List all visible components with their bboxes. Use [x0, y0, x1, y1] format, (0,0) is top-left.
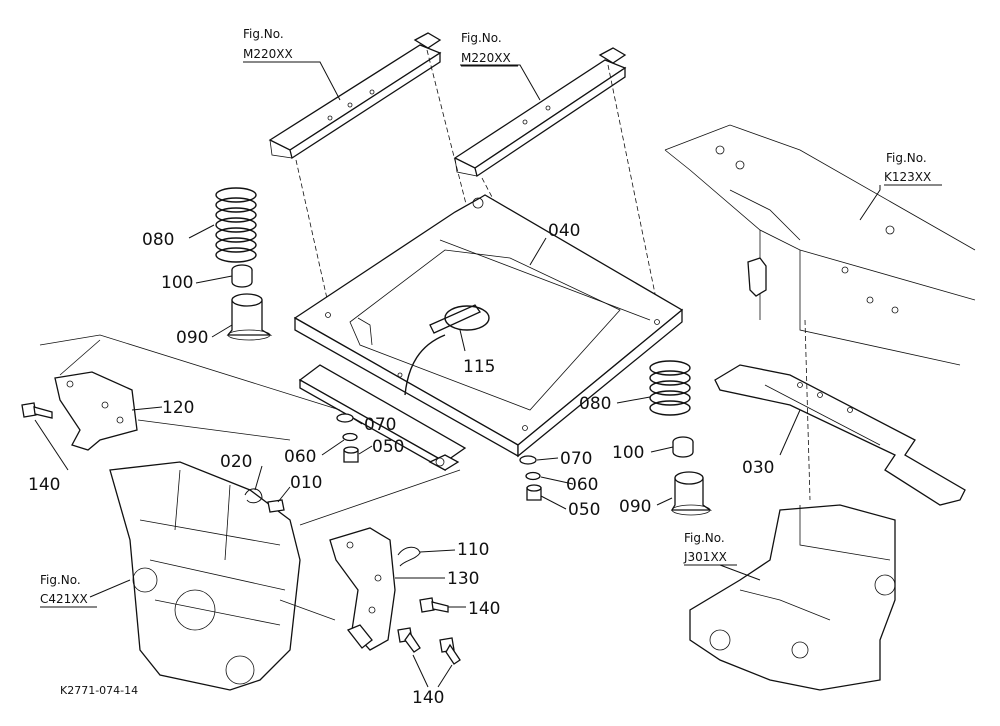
label-140-bottom: 140 [412, 688, 444, 708]
label-140-mid: 140 [468, 599, 500, 619]
label-010: 010 [290, 473, 322, 493]
clip-020 [244, 488, 263, 504]
svg-text:J301XX: J301XX [683, 550, 727, 564]
label-050-right: 050 [568, 500, 600, 520]
bolt-140-mid [419, 597, 449, 613]
label-100-right: 100 [612, 443, 644, 463]
fig-ref-k123xx: Fig.No. K123XX [884, 151, 942, 186]
nut-050-right [526, 484, 542, 501]
nut-050-left [343, 446, 359, 463]
diagram-code: K2771-074-14 [60, 684, 138, 697]
chassis-frame [664, 124, 976, 366]
label-110: 110 [457, 540, 489, 560]
fig-ref-m220xx-right: Fig.No. M220XX [461, 31, 518, 67]
label-140-left: 140 [28, 475, 60, 495]
svg-text:Fig.No.: Fig.No. [40, 573, 81, 587]
label-100-left: 100 [161, 273, 193, 293]
svg-text:Fig.No.: Fig.No. [461, 31, 502, 45]
svg-text:Fig.No.: Fig.No. [243, 27, 284, 41]
svg-text:Fig.No.: Fig.No. [684, 531, 725, 545]
label-080-left: 080 [142, 230, 174, 250]
label-060-left: 060 [284, 447, 316, 467]
cup-090-left [226, 293, 273, 341]
svg-text:M220XX: M220XX [461, 51, 511, 65]
svg-text:M220XX: M220XX [243, 47, 293, 61]
transmission-case [109, 461, 301, 691]
label-070-left: 070 [364, 415, 396, 435]
svg-text:Fig.No.: Fig.No. [886, 151, 927, 165]
label-080-right: 080 [579, 394, 611, 414]
bushing-100-left [231, 264, 253, 288]
washer-070-right [519, 455, 537, 465]
pin-110 [397, 546, 421, 567]
cup-090-right [670, 471, 713, 516]
fig-ref-c421xx: Fig.No. C421XX [40, 573, 97, 608]
bolt-140-bottom-b [439, 637, 461, 665]
bolt-140-bottom-a [397, 627, 421, 653]
bolt-140-left [21, 402, 53, 419]
washer-060-right [525, 471, 541, 481]
right-seat-rail [453, 47, 627, 178]
fig-ref-j301xx: Fig.No. J301XX [683, 531, 737, 566]
washer-060-left [342, 432, 358, 442]
label-070-right: 070 [560, 449, 592, 469]
label-060-right: 060 [566, 475, 598, 495]
svg-text:C421XX: C421XX [40, 592, 88, 606]
slide-rail [298, 364, 467, 472]
spring-080-right [649, 360, 691, 416]
pin-010 [267, 499, 285, 513]
label-020: 020 [220, 452, 252, 472]
label-130: 130 [447, 569, 479, 589]
rear-housing [689, 504, 896, 691]
strap-115 [404, 304, 490, 396]
svg-text:K123XX: K123XX [884, 170, 931, 184]
bracket-120 [54, 371, 138, 451]
label-115: 115 [463, 357, 495, 377]
label-120: 120 [162, 398, 194, 418]
label-030: 030 [742, 458, 774, 478]
fig-ref-m220xx-left: Fig.No. M220XX [243, 27, 298, 63]
bracket-030 [714, 364, 966, 506]
label-090-left: 090 [176, 328, 208, 348]
left-seat-rail [268, 32, 442, 160]
bushing-100-right [672, 436, 694, 458]
washer-070-left [336, 413, 354, 423]
label-090-right: 090 [619, 497, 651, 517]
bracket-130 [329, 527, 396, 651]
label-050-left: 050 [372, 437, 404, 457]
label-040: 040 [548, 221, 580, 241]
spring-080-left [215, 187, 257, 263]
